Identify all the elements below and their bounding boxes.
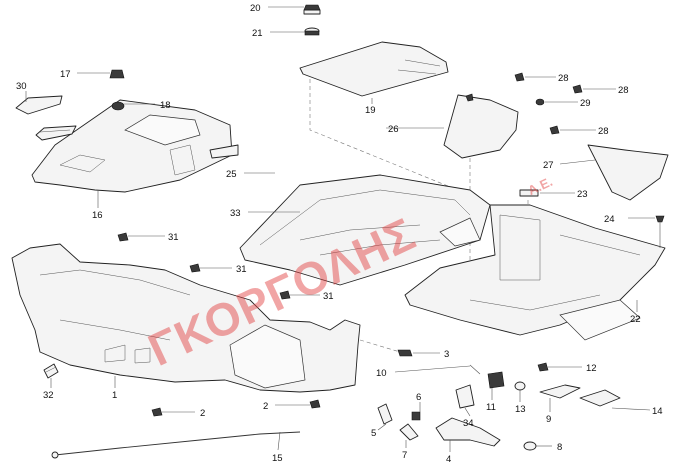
screws-2	[151, 399, 321, 417]
callout-10: 10	[376, 368, 387, 379]
callout-13: 13	[515, 404, 526, 415]
part-22-rear-floor	[404, 204, 666, 341]
callout-numbers: 20 21 17 18 19 30 16 25 33 31 31 31 3 1 …	[16, 3, 663, 464]
callout-12: 12	[586, 363, 597, 374]
callout-27: 27	[543, 160, 554, 171]
callout-5: 5	[371, 428, 376, 439]
callout-23: 23	[577, 189, 588, 200]
pedal-hardware-group	[377, 362, 621, 451]
callout-14: 14	[652, 406, 663, 417]
callout-33: 33	[230, 208, 241, 219]
callout-22: 22	[630, 314, 641, 325]
part-1-front-bulkhead	[11, 243, 361, 393]
callout-16: 16	[92, 210, 103, 221]
screws-31	[117, 232, 291, 300]
callout-30: 30	[16, 81, 27, 92]
callout-8: 8	[557, 442, 562, 453]
callout-18: 18	[160, 100, 171, 111]
callout-28c: 28	[598, 126, 609, 137]
callout-20: 20	[250, 3, 261, 14]
callout-34: 34	[463, 418, 474, 429]
callout-11: 11	[486, 402, 496, 413]
callout-2a: 2	[200, 408, 205, 419]
part-17-clip	[109, 69, 125, 79]
callout-17: 17	[60, 69, 71, 80]
callout-32: 32	[43, 390, 54, 401]
callout-6: 6	[416, 392, 421, 403]
part-20-cap	[303, 4, 321, 15]
callout-7: 7	[402, 450, 407, 461]
part-18-grommet	[111, 101, 125, 111]
part-24-screw	[655, 215, 665, 248]
screws-28-29	[465, 72, 583, 135]
part-19-panel	[299, 41, 449, 97]
callout-31b: 31	[236, 264, 247, 275]
callout-9: 9	[546, 414, 551, 425]
part-21-grommet	[304, 27, 320, 36]
callout-31a: 31	[168, 232, 179, 243]
callout-29: 29	[580, 98, 591, 109]
callout-15: 15	[272, 453, 283, 464]
part-27-trim	[587, 144, 669, 201]
part-3-clip	[397, 349, 413, 357]
part-33-floor-panel	[239, 174, 491, 286]
callout-28b: 28	[618, 85, 629, 96]
callout-3: 3	[444, 349, 449, 360]
callout-25: 25	[226, 169, 237, 180]
part-23-clip	[519, 189, 539, 197]
watermark-suffix: Α.Ε.	[525, 174, 554, 198]
callout-24: 24	[604, 214, 615, 225]
callout-2b: 2	[263, 401, 268, 412]
callout-28a: 28	[558, 73, 569, 84]
part-16-tunnel-console	[31, 99, 239, 193]
callout-21: 21	[252, 28, 263, 39]
part-30-trim-pieces	[15, 95, 77, 141]
part-26-trim	[443, 94, 519, 159]
part-15-cable	[51, 431, 301, 459]
callout-19: 19	[365, 105, 376, 116]
callout-31c: 31	[323, 291, 334, 302]
callout-1: 1	[112, 390, 117, 401]
part-32-clip	[43, 363, 59, 379]
callout-4: 4	[446, 454, 451, 464]
leader-lines	[25, 6, 655, 452]
callout-26: 26	[388, 124, 399, 135]
